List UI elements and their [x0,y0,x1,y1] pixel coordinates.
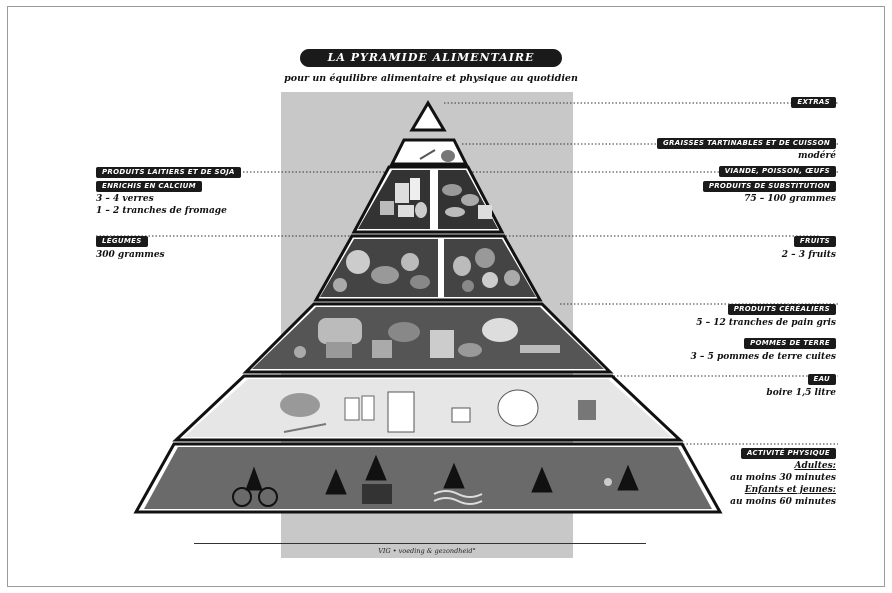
fruits-quantity: 2 – 3 fruits [781,250,836,260]
dairy-items [380,178,427,218]
vegetables-quantity: 300 grammes [96,250,165,260]
label-activity: ACTIVITÉ PHYSIQUE [741,448,836,459]
activity-figures [232,454,639,507]
meat-items [442,184,492,219]
label-cereals: PRODUITS CÉRÉALIERS [727,304,836,315]
meat-quantity: 75 – 100 grammes [744,194,836,204]
adults-label: Adultes: [794,461,836,471]
footer-divider [194,543,646,544]
water-cell [184,379,672,437]
page-frame [7,6,885,587]
page-title: LA PYRAMIDE ALIMENTAIRE ACTIVE [300,49,562,82]
label-fruits: FRUITS [793,236,836,247]
children-quantity: au moins 60 minutes [730,497,836,507]
label-fats: GRAISSES TARTINABLES ET DE CUISSON [657,138,836,149]
dairy-quantity-glasses: 3 – 4 verres [96,194,154,204]
label-extras: EXTRAS [791,97,836,108]
water-items [280,389,596,433]
fruit-items [453,248,520,292]
dairy-quantity-cheese: 1 – 2 tranches de fromage [96,206,227,216]
vegetable-items [333,250,430,292]
fats-quantity: modéré [797,151,836,161]
water-quantity: boire 1,5 litre [766,388,836,398]
label-vegetables: LÉGUMES [96,236,148,247]
label-substitutes: PRODUITS DE SUBSTITUTION [702,181,836,192]
fats-icon [441,150,455,162]
label-water: EAU [807,374,836,385]
fats-tier [389,138,469,166]
label-dairy: PRODUITS LAITIERS ET DE SOJA [96,167,241,178]
extras-tier [409,100,447,132]
adults-quantity: au moins 30 minutes [730,473,836,483]
footer-credit: VIG • voeding & gezondheid° [378,547,476,555]
label-potatoes: POMMES DE TERRE [744,338,836,349]
cereal-items [294,318,560,358]
activity-cell [144,447,712,509]
children-label: Enfants et jeunes: [744,485,836,495]
label-calcium: ENRICHIS EN CALCIUM [96,181,202,192]
cereals-quantity: 5 – 12 tranches de pain gris [696,318,836,328]
potatoes-quantity: 3 – 5 pommes de terre cuites [690,352,836,362]
label-meat: VIANDE, POISSON, ŒUFS [718,166,836,177]
knife-icon [419,149,436,160]
page-subtitle: pour un équilibre alimentaire et physiqu… [284,73,578,84]
